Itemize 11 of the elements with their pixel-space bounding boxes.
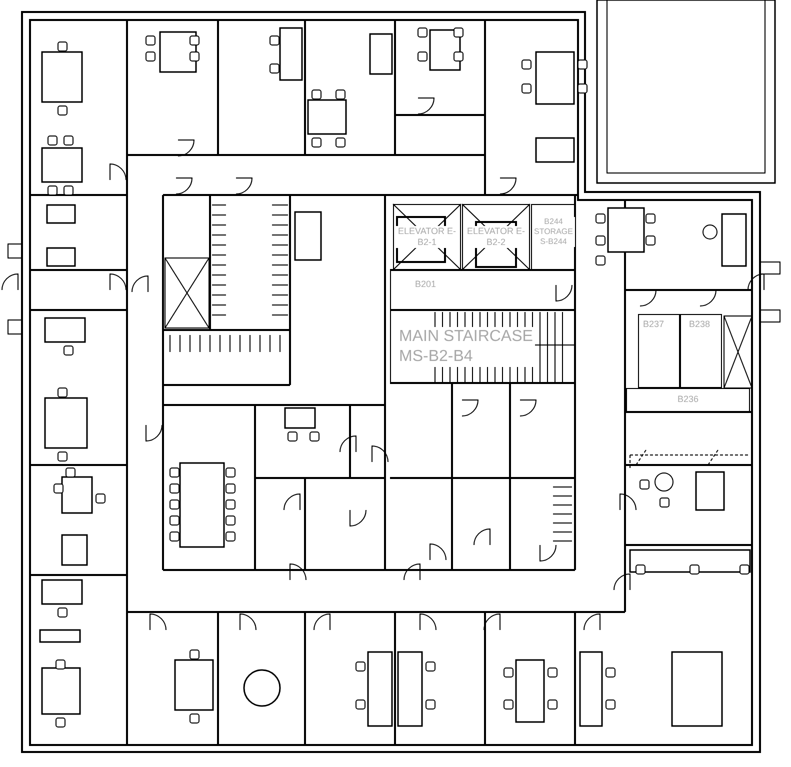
room	[626, 388, 750, 412]
room	[462, 204, 530, 270]
room-label: MAIN STAIRCASE MS-B2-B4	[399, 327, 535, 367]
room	[680, 314, 722, 388]
room	[531, 204, 576, 270]
room	[393, 204, 461, 270]
room-label: B244 STORAGE S-B244	[532, 217, 575, 247]
room-label: B238	[689, 319, 710, 330]
room-label: B237	[643, 319, 664, 330]
room-label: B201	[415, 279, 436, 290]
room	[638, 314, 680, 388]
